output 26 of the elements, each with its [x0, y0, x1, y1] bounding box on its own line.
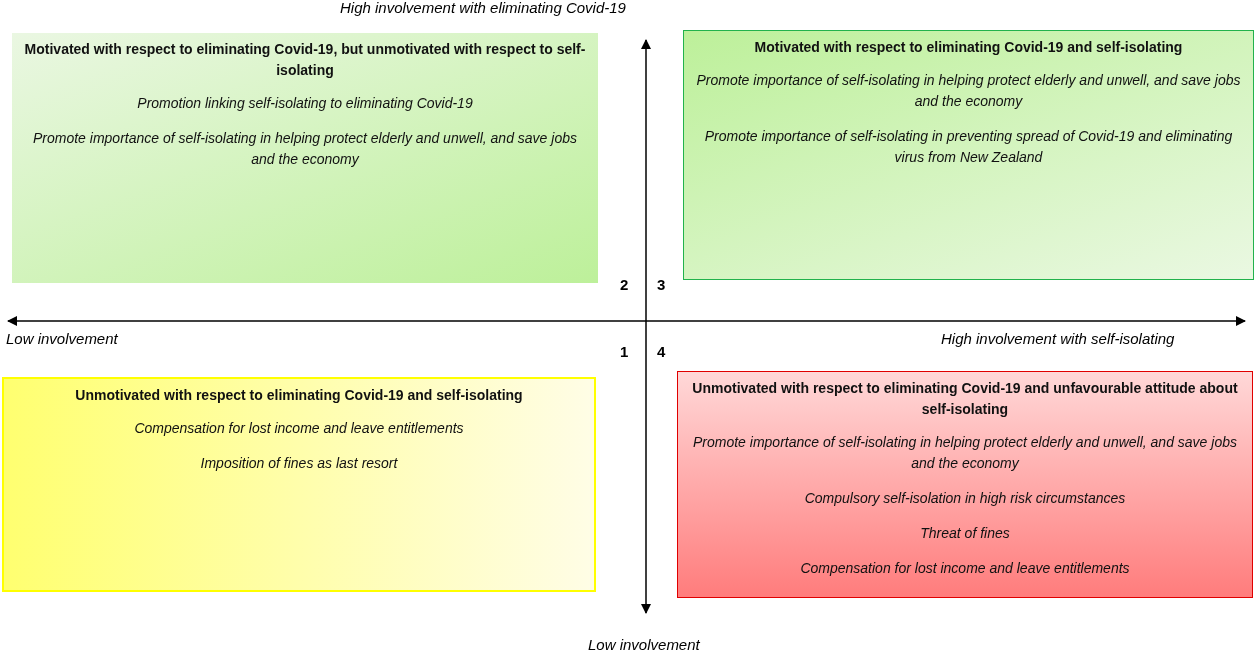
- strategy-text: Compensation for lost income and leave entitlements: [133, 419, 465, 438]
- quadrant-box: [677, 371, 1253, 598]
- quadrant-box: [12, 33, 598, 283]
- strategy-text: Promote importance of self-isolating in helping protect elderly and unwell, and save jobs and the economy: [696, 71, 1241, 111]
- strategy-text: Imposition of fines as last resort: [199, 454, 399, 473]
- axis-label: High involvement with self-isolating: [941, 330, 1175, 347]
- quadrant-number: 3: [657, 276, 666, 293]
- strategy-text: Promote importance of self-isolating in helping protect elderly and unwell, and save jobs and the economy: [692, 433, 1238, 473]
- quadrant-heading: Motivated with respect to eliminating Covid-19, but unmotivated with respect to self-isolating: [24, 40, 586, 80]
- quadrant-number: 2: [620, 276, 629, 293]
- strategy-text: Promotion linking self-isolating to eliminating Covid-19: [136, 94, 474, 113]
- axis-label: Low involvement: [6, 330, 118, 347]
- strategy-text: Promote importance of self-isolating in preventing spread of Covid-19 and eliminating virus from New Zealand: [703, 127, 1234, 167]
- strategy-text: Promote importance of self-isolating in helping protect elderly and unwell, and save jobs and the economy: [32, 129, 578, 169]
- axis-label: High involvement with eliminating Covid-19: [340, 0, 626, 16]
- axis-label: Low involvement: [588, 636, 700, 653]
- quadrant-number: 1: [620, 343, 629, 360]
- quadrant-heading: Motivated with respect to eliminating Covid-19 and self-isolating: [753, 38, 1184, 57]
- strategy-text: Compensation for lost income and leave entitlements: [799, 559, 1131, 578]
- quadrant-heading: Unmotivated with respect to eliminating Covid-19 and self-isolating: [74, 386, 524, 405]
- strategy-text: Compulsory self-isolation in high risk circumstances: [803, 489, 1127, 508]
- quadrant-heading: Unmotivated with respect to eliminating Covid-19 and unfavourable attitude about self-isolating: [691, 379, 1239, 419]
- quadrant-box: [683, 30, 1254, 280]
- quadrant-box: [2, 377, 596, 592]
- strategy-text: Threat of fines: [919, 524, 1011, 543]
- quadrant-number: 4: [657, 343, 666, 360]
